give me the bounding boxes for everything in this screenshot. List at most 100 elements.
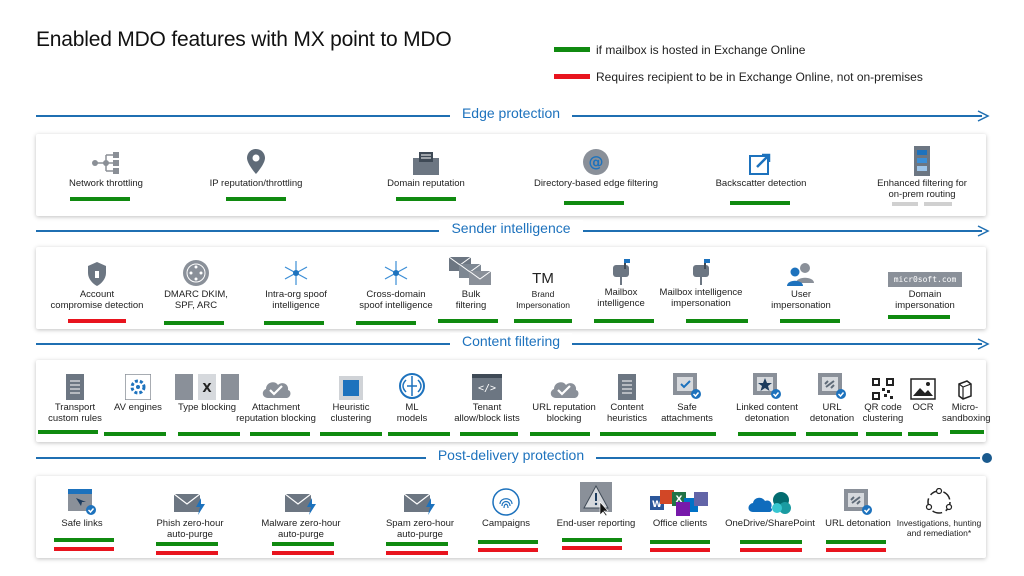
section-heading-sender: Sender intelligence bbox=[439, 220, 583, 236]
feature-directory-edge-filtering: @ Directory-based edge filtering bbox=[526, 144, 666, 189]
feature-domain-impersonation: micr0soft.com Domain impersonation bbox=[870, 255, 980, 311]
file-x-icon: X bbox=[175, 374, 239, 400]
feature-ip-reputation: IP reputation/throttling bbox=[196, 144, 316, 189]
gear-icon bbox=[125, 374, 151, 400]
feature-tenant-allow-block: </> Tenant allow/block lists bbox=[444, 368, 530, 424]
feature-dmarc: DMARC DKIM, SPF, ARC bbox=[146, 255, 246, 311]
end-dot-icon bbox=[982, 453, 992, 463]
warning-icon bbox=[580, 482, 612, 516]
svg-text:@: @ bbox=[589, 153, 604, 171]
feature-transport-rules: Transport custom rules bbox=[38, 368, 112, 424]
feature-spam-zap: Spam zero-hour auto-purge bbox=[370, 484, 470, 540]
cube-icon bbox=[958, 380, 972, 400]
document-icon bbox=[66, 374, 84, 400]
feature-campaigns: Campaigns bbox=[466, 484, 546, 529]
feature-brand-impersonation: TM Brand Impersonation bbox=[516, 270, 570, 310]
mail-bolt-icon bbox=[404, 493, 435, 515]
arrow-right-icon bbox=[977, 225, 990, 237]
panel-sender: Account compromise detection DMARC DKIM,… bbox=[36, 247, 986, 329]
qr-code-icon bbox=[872, 378, 894, 400]
section-divider-post: Post-delivery protection bbox=[36, 447, 992, 465]
section-divider-edge: Edge protection bbox=[36, 105, 990, 123]
safe-check-icon bbox=[673, 373, 701, 399]
image-icon bbox=[910, 378, 936, 400]
feature-url-detonation-post: URL detonation bbox=[818, 484, 898, 529]
feature-end-user-reporting: End-user reporting bbox=[546, 480, 646, 529]
svg-text:X: X bbox=[202, 381, 212, 395]
panel-content: Transport custom rules AV engines X Type… bbox=[36, 360, 991, 442]
section-divider-content: Content filtering bbox=[36, 333, 990, 351]
feature-onedrive-sharepoint: OneDrive/SharePoint bbox=[720, 484, 820, 529]
arrow-right-icon bbox=[977, 338, 990, 350]
feature-ocr: OCR bbox=[902, 368, 944, 413]
feature-content-heuristics: Content heuristics bbox=[594, 368, 660, 424]
feature-intra-org-spoof: Intra-org spoof intelligence bbox=[246, 255, 346, 311]
trademark-icon: TM bbox=[532, 270, 554, 287]
feature-mailbox-intelligence: Mailbox intelligence bbox=[586, 253, 656, 309]
feature-url-reputation: URL reputation blocking bbox=[524, 368, 604, 424]
safe-links-icon bbox=[68, 489, 96, 515]
cycle-icon bbox=[925, 488, 953, 514]
panel-post: Safe links Phish zero-hour auto-purge Ma… bbox=[36, 476, 986, 558]
star-check-icon bbox=[753, 373, 781, 399]
legend-green-text: if mailbox is hosted in Exchange Online bbox=[596, 43, 806, 57]
mailbox-flag-icon bbox=[613, 259, 630, 285]
cloud-check-icon bbox=[262, 382, 291, 398]
feature-attachment-reputation: Attachment reputation blocking bbox=[232, 368, 320, 424]
feature-linked-content-detonation: Linked content detonation bbox=[724, 368, 810, 424]
feature-domain-reputation: Domain reputation bbox=[366, 144, 486, 189]
hub-icon bbox=[284, 261, 308, 285]
mail-bolt-icon bbox=[174, 493, 205, 515]
mail-bolt-icon bbox=[285, 493, 316, 515]
mailbox-icon bbox=[413, 152, 439, 175]
return-arrow-icon bbox=[749, 153, 771, 175]
users-icon bbox=[787, 263, 814, 286]
square-icon bbox=[339, 376, 363, 400]
feature-backscatter-detection: Backscatter detection bbox=[701, 144, 821, 189]
feature-mailbox-intelligence-impersonation: Mailbox intelligence impersonation bbox=[646, 253, 756, 309]
feature-user-impersonation: User impersonation bbox=[751, 255, 851, 311]
feature-heuristic-clustering: Heuristic clustering bbox=[316, 368, 386, 424]
feature-bulk-filtering: Bulk filtering bbox=[431, 251, 511, 311]
feature-ml-models: ML models bbox=[382, 368, 442, 424]
feature-investigations: Investigations, hunting and remediation* bbox=[892, 484, 986, 538]
network-icon bbox=[92, 152, 119, 174]
feature-malware-zap: Malware zero-hour auto-purge bbox=[246, 484, 356, 540]
svg-text:X: X bbox=[676, 495, 683, 505]
svg-text:W: W bbox=[652, 500, 662, 510]
document-icon bbox=[618, 374, 636, 400]
feature-url-detonation: URL detonation bbox=[802, 368, 862, 424]
feature-type-blocking: X Type blocking bbox=[166, 368, 248, 413]
feature-phish-zap: Phish zero-hour auto-purge bbox=[140, 484, 240, 540]
feature-av-engines: AV engines bbox=[106, 368, 170, 413]
section-divider-sender: Sender intelligence bbox=[36, 220, 990, 238]
envelopes-icon bbox=[449, 257, 492, 285]
feature-safe-links: Safe links bbox=[42, 484, 122, 529]
feature-enhanced-filtering: Enhanced filtering for on-prem routing bbox=[862, 144, 982, 200]
globe-icon bbox=[183, 260, 209, 286]
hub-icon bbox=[384, 261, 408, 285]
feature-account-compromise: Account compromise detection bbox=[42, 255, 152, 311]
section-heading-edge: Edge protection bbox=[449, 105, 573, 121]
domain-box-icon: micr0soft.com bbox=[887, 272, 963, 287]
cloud-check-icon bbox=[550, 382, 579, 398]
link-check-icon bbox=[818, 373, 846, 399]
section-heading-post: Post-delivery protection bbox=[425, 447, 597, 463]
feature-micro-sandboxing: Micro- sandboxing bbox=[942, 368, 991, 424]
office-apps-icon: W X bbox=[650, 490, 708, 516]
code-icon: </> bbox=[472, 374, 502, 400]
page-title: Enabled MDO features with MX point to MD… bbox=[36, 28, 452, 51]
shield-icon bbox=[88, 262, 106, 286]
legend-red-text: Requires recipient to be in Exchange Onl… bbox=[596, 70, 923, 84]
feature-safe-attachments: Safe attachments bbox=[652, 368, 722, 424]
feature-qr-code-clustering: QR code clustering bbox=[858, 368, 908, 424]
legend-red-bar bbox=[554, 74, 590, 79]
section-heading-content: Content filtering bbox=[449, 333, 573, 349]
feature-office-clients: W X Office clients bbox=[640, 484, 720, 529]
panel-edge: Network throttling IP reputation/throttl… bbox=[36, 134, 986, 216]
at-sign-icon: @ bbox=[583, 149, 609, 175]
feature-network-throttling: Network throttling bbox=[46, 144, 166, 189]
cloud-apps-icon bbox=[748, 492, 791, 514]
server-icon bbox=[914, 146, 930, 176]
feature-cross-domain-spoof: Cross-domain spoof intelligence bbox=[346, 255, 446, 311]
